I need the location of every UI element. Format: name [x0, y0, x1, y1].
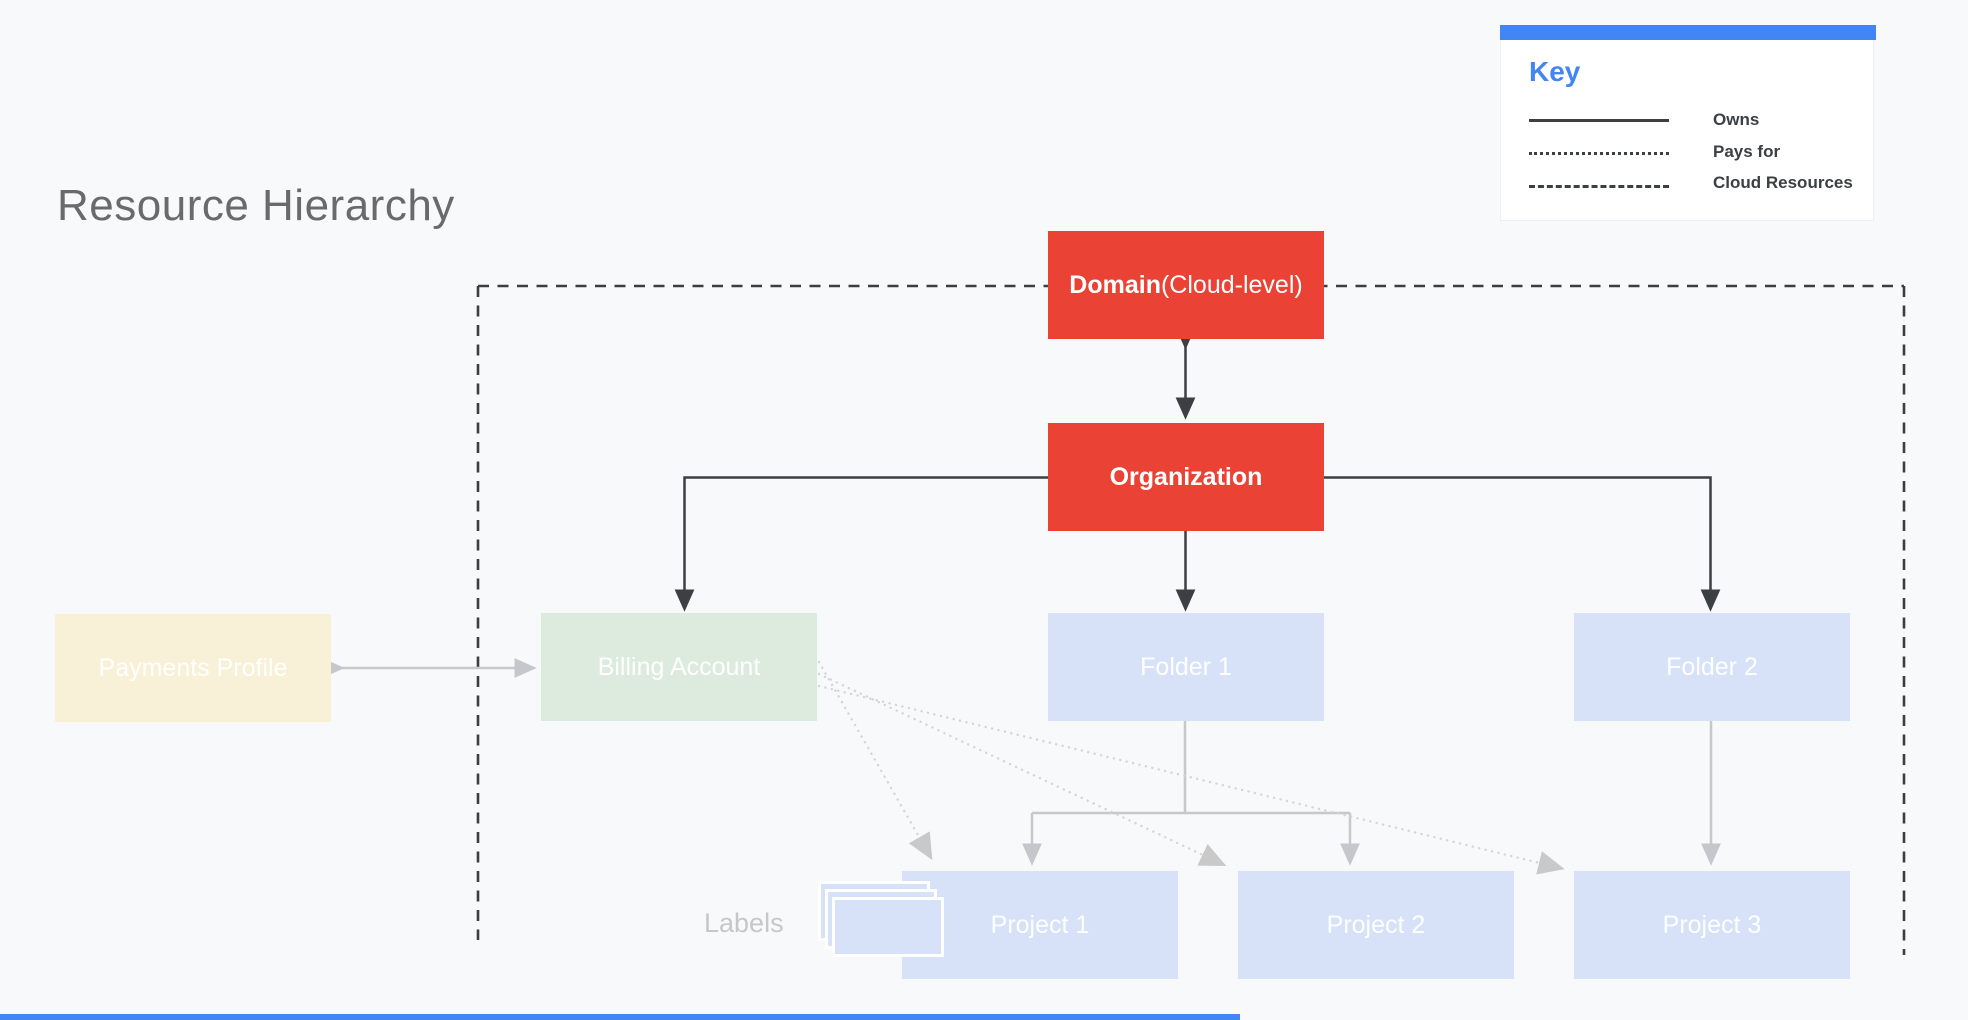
legend-key: Key Owns Pays for Cloud Resources [1500, 25, 1876, 221]
edge-billing-project1 [817, 660, 933, 861]
edge-folder1-branch [1032, 721, 1350, 815]
node-organization: Organization [1048, 423, 1324, 531]
legend-accent-bar [1500, 25, 1876, 40]
node-domain-sublabel: (Cloud-level) [1160, 270, 1303, 299]
node-folder-2: Folder 2 [1574, 613, 1850, 721]
edge-organization-folder2 [1322, 476, 1721, 612]
node-domain-label: Domain [1069, 270, 1161, 299]
page-title: Resource Hierarchy [57, 181, 455, 230]
legend-label-pays-for: Pays for [1713, 142, 1781, 161]
legend-label-cloud-resources: Cloud Resources [1713, 173, 1853, 192]
node-domain: Domain (Cloud-level) [1048, 231, 1324, 339]
bottom-accent-bar [0, 1014, 1240, 1020]
label-card-front [832, 897, 944, 957]
legend-solid-line-sample [1529, 119, 1669, 122]
labels-caption: Labels [704, 908, 784, 938]
node-billing-account: Billing Account [541, 613, 817, 721]
node-project-2: Project 2 [1238, 871, 1514, 979]
legend-heading: Key [1529, 56, 1581, 87]
labels-cards-icon [818, 881, 950, 963]
legend-dotted-line-sample [1529, 152, 1669, 155]
node-project-3: Project 3 [1574, 871, 1850, 979]
node-project-1: Project 1 [902, 871, 1178, 979]
legend-label-owns: Owns [1713, 110, 1760, 129]
legend-dashed-line-sample [1529, 185, 1669, 188]
node-payments-profile: Payments Profile [55, 614, 331, 722]
edge-organization-billing [674, 476, 1048, 612]
node-folder-1: Folder 1 [1048, 613, 1324, 721]
